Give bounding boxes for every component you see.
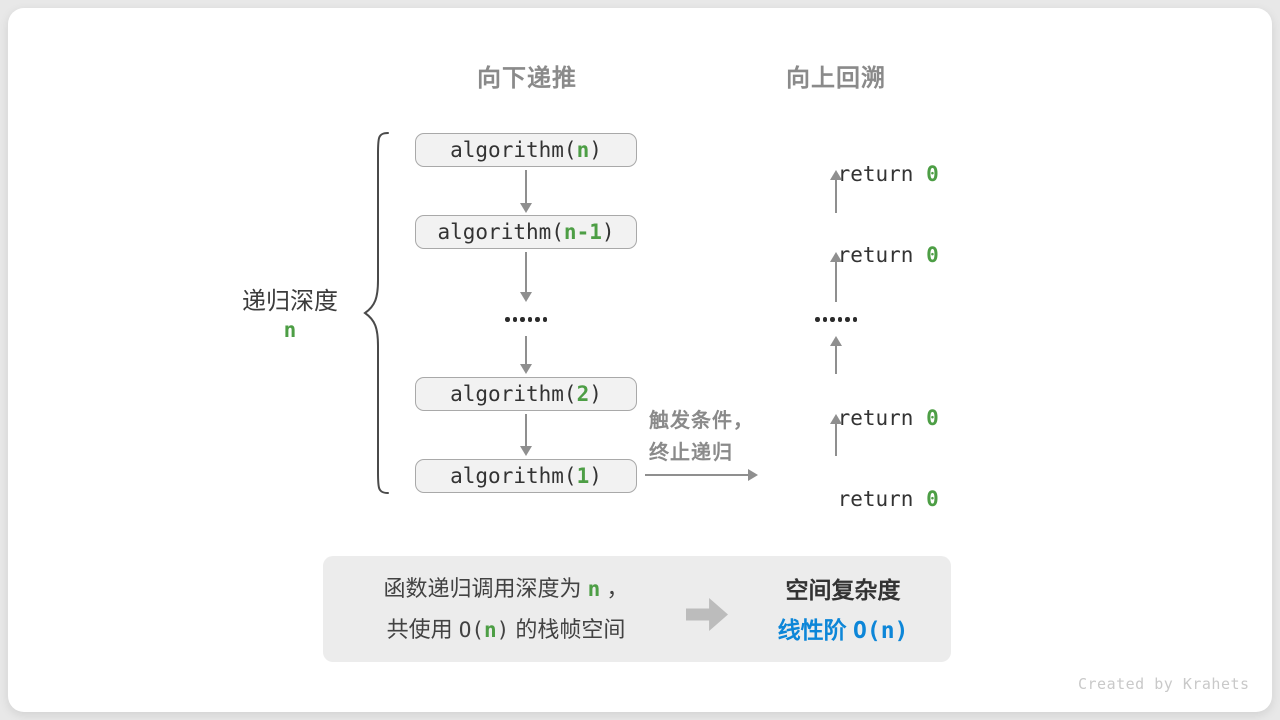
arrow-down-icon [520,336,532,374]
return-keyword: return [837,162,927,186]
trigger-condition-line2: 终止递归 [649,442,733,464]
call-fn: algorithm( [450,138,577,162]
return-keyword: return [837,243,927,267]
call-close: ) [589,464,602,488]
call-fn: algorithm( [437,220,564,244]
arrow-up-icon [830,170,842,213]
return-value: 0 [926,243,939,267]
summary-line-2: 共使用 O(n) 的栈帧空间 [386,617,626,642]
call-fn: algorithm( [450,382,577,406]
return-value: 0 [926,162,939,186]
return-keyword: return [837,406,927,430]
credit-text: Created by Krahets [1078,675,1250,693]
arrow-up-icon [830,336,842,374]
implies-arrow-icon [686,598,728,631]
depth-brace-icon [363,132,389,494]
arrow-up-icon [830,252,842,302]
arrow-down-icon [520,252,532,302]
arrow-down-icon [520,170,532,213]
call-arg: 2 [576,382,590,406]
big-o-formula: O(n) [853,618,909,644]
summary-on-value: n [483,618,497,642]
return-keyword: return [837,487,927,511]
ellipsis-icon [815,317,857,322]
return-statement: return 0 [787,219,939,267]
trigger-condition-line1: 触发条件， [649,410,754,432]
call-box-n: algorithm(n) [415,133,637,167]
return-statement: return 0 [787,463,939,511]
call-close: ) [601,220,615,244]
recursion-depth-value: n [283,318,297,342]
summary-panel: 函数递归调用深度为 n ， 共使用 O(n) 的栈帧空间 空间复杂度 线性阶 O… [323,556,951,662]
summary-n-value: n [587,577,601,601]
return-statement: return 0 [787,138,939,186]
arrow-down-icon [520,414,532,456]
call-box-2: algorithm(2) [415,377,637,411]
return-statement: return 0 [787,382,939,430]
call-arg: n-1 [563,220,602,244]
space-complexity-title: 空间复杂度 [785,577,901,603]
arrow-right-icon [644,469,758,481]
return-value: 0 [926,487,939,511]
call-fn: algorithm( [450,464,577,488]
call-arg: n [576,138,590,162]
call-close: ) [589,382,602,406]
header-upward-backtracking: 向上回溯 [786,65,886,92]
call-box-1: algorithm(1) [415,459,637,493]
header-downward-recursion: 向下递推 [477,65,577,92]
return-value: 0 [926,406,939,430]
arrow-up-icon [830,414,842,456]
call-close: ) [589,138,602,162]
call-box-n-1: algorithm(n-1) [415,215,637,249]
call-arg: 1 [576,464,590,488]
space-complexity-result: 线性阶 O(n) [777,617,909,644]
ellipsis-icon [505,317,547,322]
summary-line-1: 函数递归调用深度为 n ， [383,576,629,601]
recursion-depth-label: 递归深度 [242,288,338,315]
summary-explanation: 函数递归调用深度为 n ， 共使用 O(n) 的栈帧空间 [351,568,661,650]
